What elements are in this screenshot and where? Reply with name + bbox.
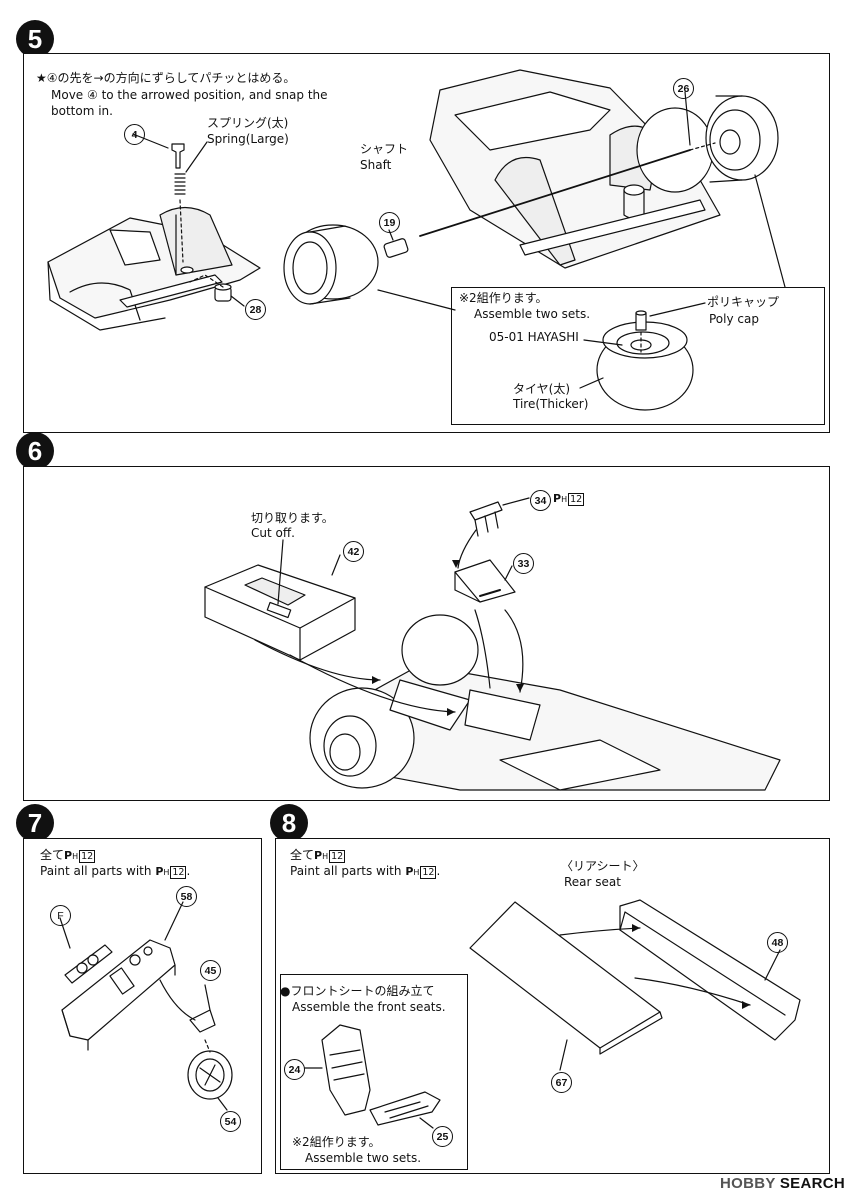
part-24-callout: 24 xyxy=(284,1059,305,1080)
step-5-badge: 5 xyxy=(16,20,54,58)
part-28-callout: 28 xyxy=(245,299,266,320)
part-4-callout: 4 xyxy=(124,124,145,145)
part-67-callout: 67 xyxy=(551,1072,572,1093)
step-number: 7 xyxy=(27,807,43,838)
polycap-label-jp: ポリキャップ xyxy=(707,295,780,309)
cut-label-en: Cut off. xyxy=(251,526,295,540)
tire-label-en: Tire(Thicker) xyxy=(513,397,589,411)
step-8-badge: 8 xyxy=(270,804,308,842)
part-34-callout: 34 xyxy=(530,490,551,511)
step-6-panel xyxy=(23,466,830,801)
part-33-callout: 33 xyxy=(513,553,534,574)
step-number: 6 xyxy=(27,435,43,466)
front-seat-label-jp: ●フロントシートの組み立て xyxy=(280,984,435,998)
step-7-badge: 7 xyxy=(16,804,54,842)
spring-label-en: Spring(Large) xyxy=(207,132,289,146)
step-5-note-en-1: Move ④ to the arrowed position, and snap… xyxy=(51,88,328,102)
watermark-brand-b: SEARCH xyxy=(779,1175,845,1192)
spring-label-jp: スプリング(太) xyxy=(207,116,289,130)
paint-code: 12 xyxy=(568,493,585,506)
shaft-label-en: Shaft xyxy=(360,158,392,172)
rear-seat-label-jp: 〈リアシート〉 xyxy=(561,859,645,873)
part-42-callout: 42 xyxy=(343,541,364,562)
tire-label-jp: タイヤ(太) xyxy=(513,382,571,396)
tire-sub-note-jp: ※2組作ります。 xyxy=(459,291,548,305)
shaft-label-jp: シャフト xyxy=(360,142,409,156)
rear-seat-label-en: Rear seat xyxy=(564,875,621,889)
tire-sub-note-en: Assemble two sets. xyxy=(474,307,591,321)
step-5-note-en-2: bottom in. xyxy=(51,104,113,118)
front-seat-sub-note-en: Assemble two sets. xyxy=(305,1151,422,1165)
part-54-callout: 54 xyxy=(220,1111,241,1132)
part-25-callout: 25 xyxy=(432,1126,453,1147)
cut-label-jp: 切り取ります。 xyxy=(251,511,334,525)
step-number: 5 xyxy=(27,23,43,54)
front-seat-sub-note-jp: ※2組作ります。 xyxy=(292,1135,381,1149)
hobby-search-watermark: HOBBY SEARCH xyxy=(720,1175,845,1192)
part-48-callout: 48 xyxy=(767,932,788,953)
tire-code-label: 05-01 HAYASHI xyxy=(489,330,579,344)
step-number: 8 xyxy=(281,807,297,838)
part-58-callout: 58 xyxy=(176,886,197,907)
watermark-brand-a: HOBBY xyxy=(719,1175,776,1192)
step-5-note-jp: ★④の先を→の方向にずらしてパチッとはめる。 xyxy=(36,71,296,85)
part-19-callout: 19 xyxy=(379,212,400,233)
polycap-label-en: Poly cap xyxy=(709,312,759,326)
part-26-callout: 26 xyxy=(673,78,694,99)
step-6-badge: 6 xyxy=(16,432,54,470)
part-45-callout: 45 xyxy=(200,960,221,981)
part-F-callout: F xyxy=(50,905,71,926)
front-seat-label-en: Assemble the front seats. xyxy=(292,1000,446,1014)
